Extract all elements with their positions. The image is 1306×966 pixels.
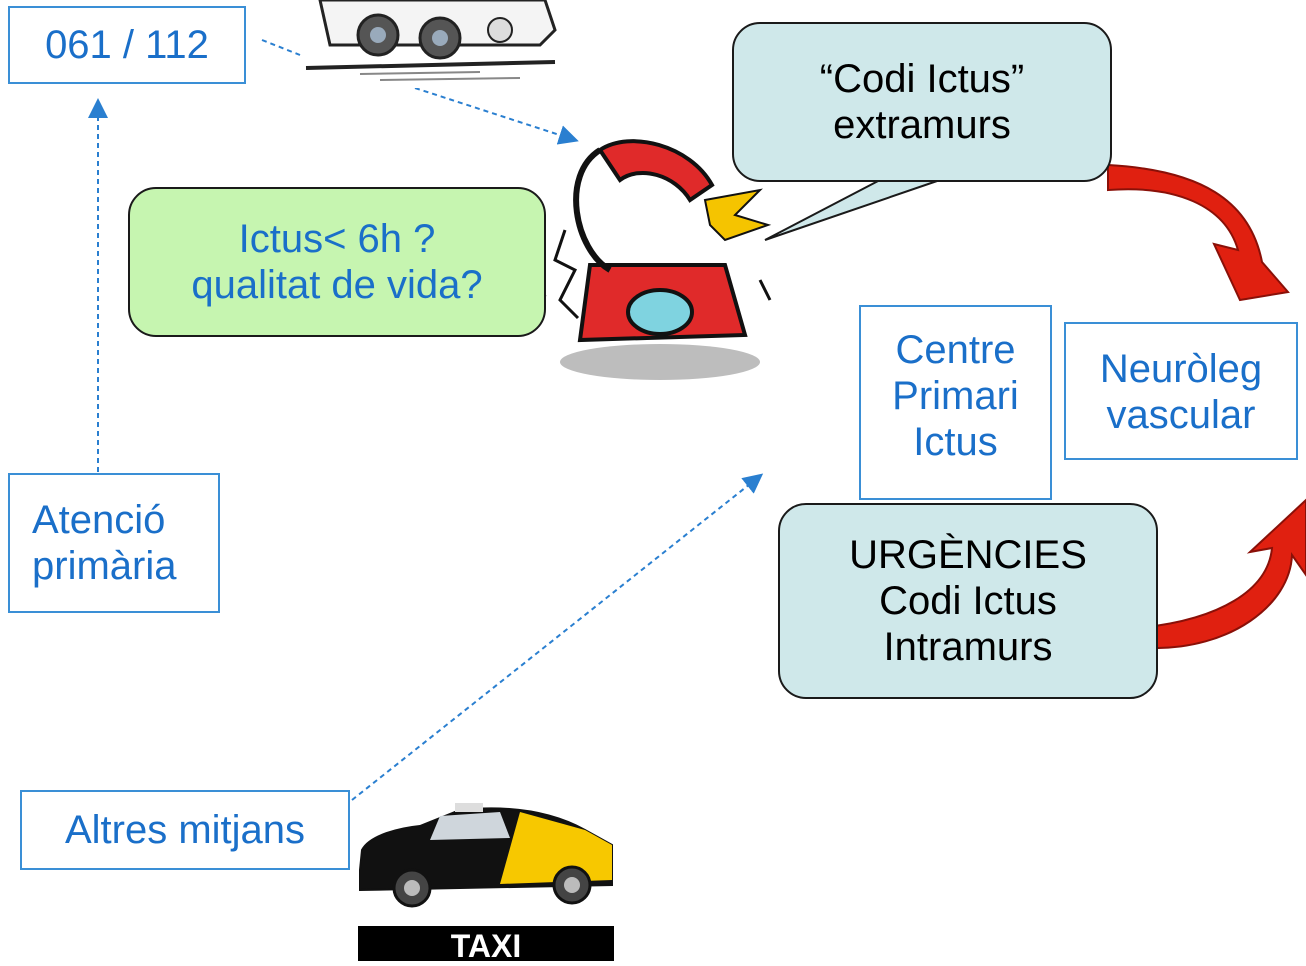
- neurologist-line-1: Neuròleg: [1099, 347, 1263, 391]
- urgencies-line-1: URGÈNCIES: [849, 533, 1087, 577]
- codi-ictus-extramurs-bubble: “Codi Ictus” extramurs: [732, 22, 1112, 182]
- screening-line-1: Ictus< 6h ?: [238, 217, 436, 261]
- stroke-center-box: Centre Primari Ictus: [859, 305, 1052, 500]
- codi-ictus-line-2: extramurs: [833, 103, 1011, 147]
- neurologist-line-2: vascular: [1106, 393, 1256, 437]
- urgencies-codi-ictus-bubble: URGÈNCIES Codi Ictus Intramurs: [778, 503, 1158, 699]
- red-curved-arrow-top: [1107, 163, 1290, 302]
- primary-care-line-2: primària: [32, 544, 177, 588]
- neurologist-box: Neuròleg vascular: [1064, 322, 1298, 460]
- other-means-label: Altres mitjans: [64, 808, 306, 852]
- other-means-box: Altres mitjans: [20, 790, 350, 870]
- dashed-arrow-other-means-to-hospital: [351, 473, 764, 801]
- stroke-center-line-3: Ictus: [913, 420, 998, 464]
- primary-care-box: Atenció primària: [8, 473, 220, 613]
- ambulance-illustration: [305, 0, 566, 88]
- stroke-center-line-2: Primari: [892, 374, 1019, 418]
- primary-care-line-1: Atenció: [32, 498, 166, 542]
- urgencies-line-2: Codi Ictus: [879, 579, 1057, 623]
- dashed-arrow-emergency-to-phone: [261, 39, 301, 56]
- dashed-arrow-ambulance-to-phone: [414, 87, 579, 145]
- ringing-telephone-illustration: [533, 139, 772, 380]
- speech-bubble-tail: [764, 179, 941, 241]
- red-curved-arrow-bottom: [1136, 498, 1306, 650]
- urgencies-line-3: Intramurs: [883, 625, 1053, 669]
- codi-ictus-line-1: “Codi Ictus”: [819, 57, 1025, 101]
- screening-line-2: qualitat de vida?: [191, 263, 483, 307]
- stroke-center-line-1: Centre: [895, 328, 1016, 372]
- screening-question-bubble: Ictus< 6h ? qualitat de vida?: [128, 187, 546, 337]
- emergency-number-label: 061 / 112: [45, 23, 209, 67]
- taxi-illustration: [359, 803, 613, 908]
- emergency-number-box: 061 / 112: [8, 6, 246, 84]
- taxi-sign: TAXI: [358, 926, 614, 964]
- taxi-sign-label: TAXI: [450, 928, 522, 964]
